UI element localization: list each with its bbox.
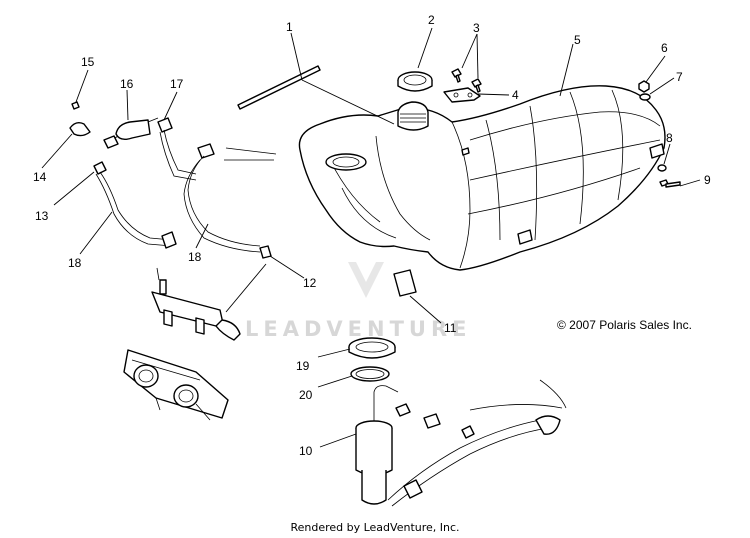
watermark-text: LEADVENTURE — [245, 317, 471, 341]
callout-6: 6 — [661, 41, 668, 55]
callout-12: 12 — [303, 276, 317, 290]
hose-part-13[interactable] — [93, 161, 177, 249]
callout-16: 16 — [120, 77, 134, 91]
throttle-body[interactable] — [123, 349, 229, 421]
callout-11: 11 — [444, 321, 457, 335]
callout-1: 1 — [286, 20, 293, 34]
callout-7: 7 — [676, 70, 683, 84]
grommet-part-8[interactable] — [657, 164, 667, 172]
callout-10: 10 — [299, 444, 313, 458]
fuel-pump-part-10[interactable] — [355, 379, 567, 507]
callout-14: 14 — [33, 170, 47, 184]
clamp-part-14[interactable] — [69, 121, 91, 137]
copyright-notice: © 2007 Polaris Sales Inc. — [557, 318, 692, 332]
fuel-tank-part-5[interactable] — [298, 85, 666, 271]
fitting-part-12[interactable] — [259, 245, 272, 259]
callout-17: 17 — [170, 77, 184, 91]
gasket-part-20[interactable] — [350, 366, 390, 382]
fuel-rail-assembly[interactable] — [151, 267, 241, 341]
lock-ring-part-19[interactable] — [348, 337, 396, 359]
screws-part-3[interactable] — [451, 68, 482, 93]
fuel-filter-part-16[interactable] — [103, 117, 159, 149]
bolt-part-9[interactable] — [659, 179, 681, 188]
callout-20: 20 — [299, 388, 313, 402]
rod-part-1[interactable] — [237, 65, 321, 110]
callout-4: 4 — [512, 88, 519, 102]
hose-part-18[interactable] — [183, 143, 277, 253]
washer-part-7[interactable] — [639, 93, 651, 101]
bracket-part-4[interactable] — [443, 87, 481, 103]
callout-5: 5 — [574, 33, 581, 47]
pad-part-11[interactable] — [393, 269, 417, 297]
callout-13: 13 — [35, 209, 49, 223]
callout-3: 3 — [473, 21, 480, 35]
screw-part-15[interactable] — [71, 101, 80, 110]
callout-18b: 18 — [188, 250, 202, 264]
nut-part-6[interactable] — [638, 80, 650, 93]
callout-labels: 1 2 3 4 5 6 7 8 9 10 11 12 13 14 15 16 1… — [33, 13, 711, 458]
leader-lines — [41, 27, 701, 448]
fuel-cap-part-2[interactable] — [397, 71, 433, 92]
callout-2: 2 — [428, 13, 435, 27]
footer-credit: Rendered by LeadVenture, Inc. — [290, 521, 460, 534]
callout-18a: 18 — [68, 256, 82, 270]
callout-9: 9 — [704, 173, 711, 187]
watermark-logo — [348, 262, 384, 298]
callout-15: 15 — [81, 55, 95, 69]
callout-8: 8 — [666, 131, 673, 145]
callout-19: 19 — [296, 359, 310, 373]
clamp-part-17[interactable] — [157, 117, 197, 181]
